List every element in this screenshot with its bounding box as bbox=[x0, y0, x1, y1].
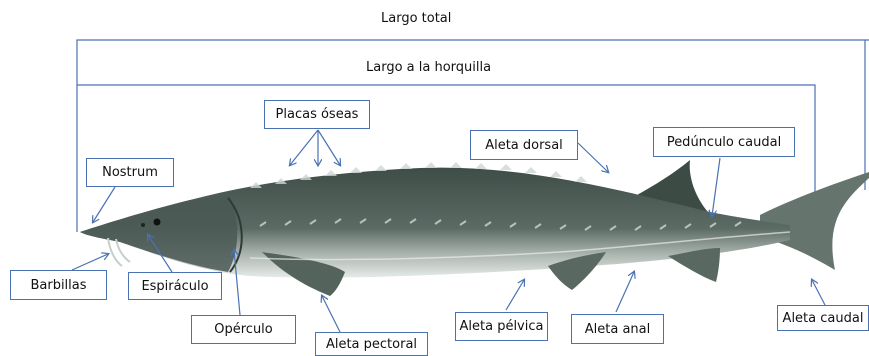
bony-plates-label: Placas óseas bbox=[264, 100, 370, 129]
pelvic-fin-label: Aleta pélvica bbox=[455, 312, 548, 341]
arrow-nostrum bbox=[93, 187, 115, 222]
eye-shape bbox=[154, 219, 161, 226]
arrow-pectoral bbox=[322, 296, 340, 332]
arrow-caudal bbox=[812, 280, 825, 305]
arrow-placas-3 bbox=[318, 130, 340, 165]
anal-fin-label: Aleta anal bbox=[571, 314, 664, 344]
barbels-label: Barbillas bbox=[10, 270, 107, 300]
total-length-label: Largo total bbox=[381, 12, 451, 25]
fork-length-label: Largo a la horquilla bbox=[366, 61, 491, 74]
caudal-peduncle-label: Pedúnculo caudal bbox=[653, 127, 795, 157]
dorsal-fin-label: Aleta dorsal bbox=[470, 130, 578, 160]
arrow-dorsal bbox=[578, 143, 608, 172]
arrow-pelvica bbox=[506, 280, 524, 310]
nostrum-label: Nostrum bbox=[86, 158, 174, 187]
caudal-fin-label: Aleta caudal bbox=[777, 305, 869, 331]
spiracle-label: Espiráculo bbox=[128, 272, 222, 300]
pectoral-fin-label: Aleta pectoral bbox=[315, 332, 428, 356]
arrow-peduncle bbox=[712, 158, 720, 216]
arrow-placas-1 bbox=[290, 130, 318, 165]
operculum-label: Opérculo bbox=[191, 315, 296, 344]
arrow-anal bbox=[616, 272, 634, 312]
arrow-barbillas bbox=[72, 254, 108, 270]
